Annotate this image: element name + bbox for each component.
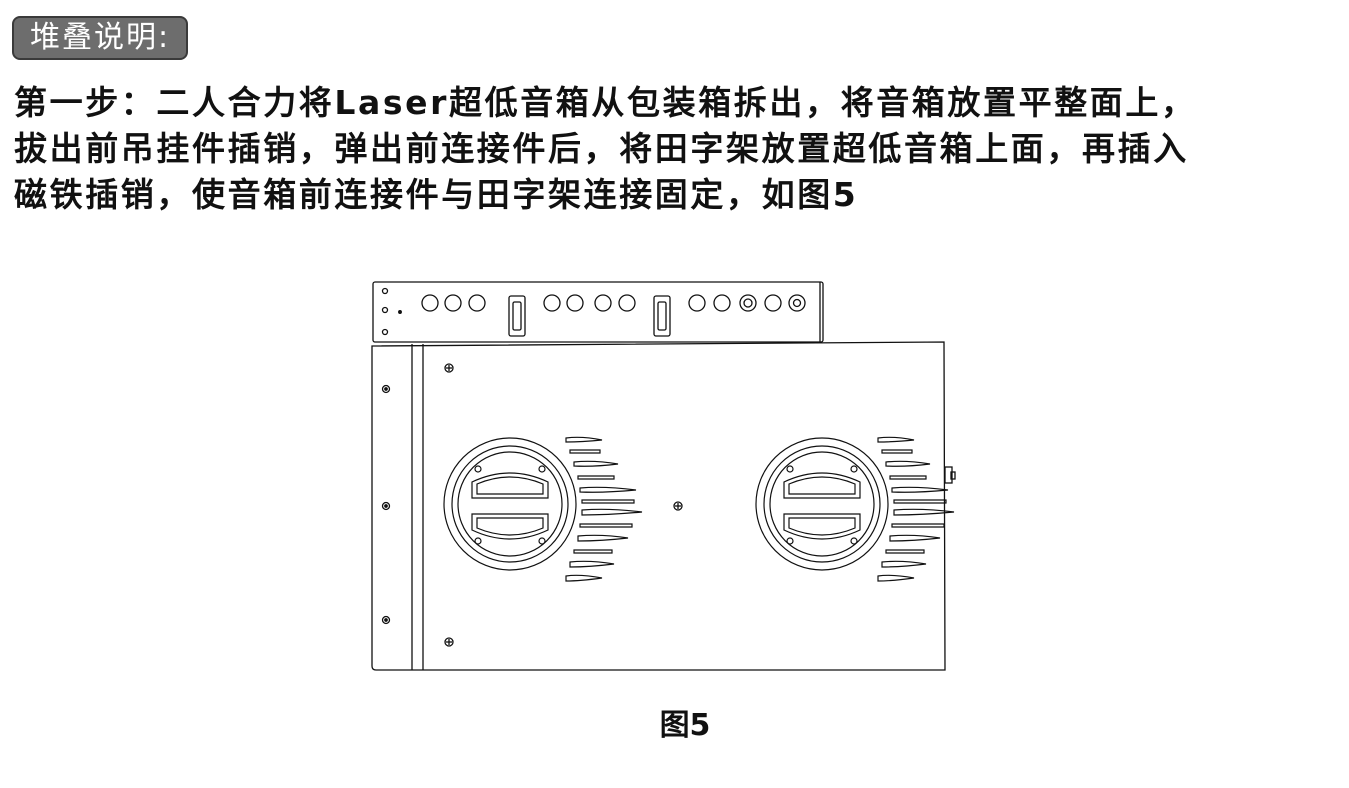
frame-hole-row <box>421 294 806 312</box>
instruction-text: 第一步：二人合力将Laser超低音箱从包装箱拆出，将音箱放置平整面上， 拔出前吊… <box>14 80 1339 218</box>
subwoofer-with-frame-drawing <box>371 281 956 671</box>
instruction-line: 拔出前吊挂件插销，弹出前连接件后，将田字架放置超低音箱上面，再插入 <box>14 129 1189 168</box>
left-bass-port <box>443 436 643 582</box>
subwoofer-cabinet <box>371 341 956 671</box>
figure-caption: 图5 <box>659 708 711 743</box>
instruction-line: 磁铁插销，使音箱前连接件与田字架连接固定，如图5 <box>14 175 859 214</box>
frame-slot <box>653 295 671 337</box>
side-handle <box>944 466 953 484</box>
instruction-line: 第一步：二人合力将Laser超低音箱从包装箱拆出，将音箱放置平整面上， <box>14 83 1197 122</box>
mounting-frame <box>372 281 824 343</box>
section-title-badge: 堆叠说明: <box>12 16 189 60</box>
right-bass-port <box>755 436 955 582</box>
section-title: 堆叠说明: <box>30 20 171 55</box>
frame-slot <box>508 295 526 337</box>
